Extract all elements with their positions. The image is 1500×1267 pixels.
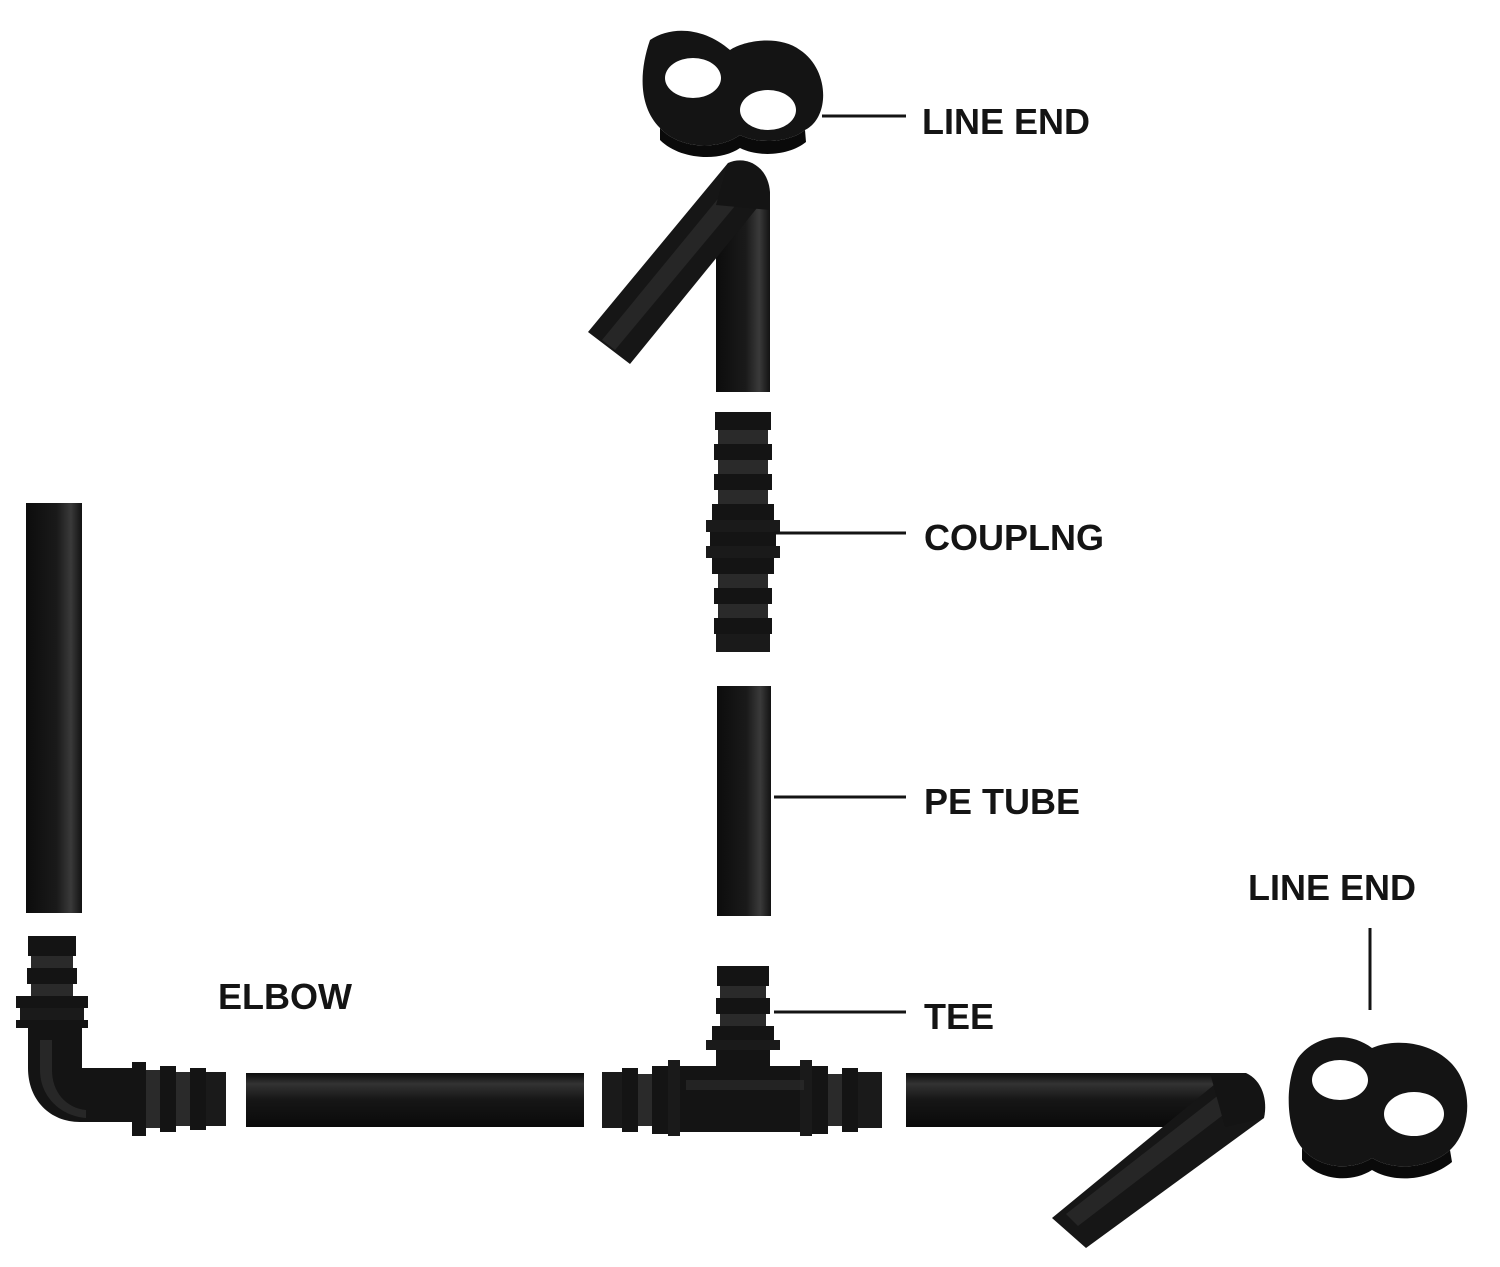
label-tee: TEE <box>924 996 994 1037</box>
elbow-part <box>16 936 226 1136</box>
tube-fold-top <box>588 160 770 392</box>
line-end-top-part <box>642 30 824 158</box>
tube-fold-right <box>906 1073 1266 1248</box>
label-pe-tube: PE TUBE <box>924 781 1080 822</box>
line-end-right-part <box>1288 1037 1468 1179</box>
label-elbow: ELBOW <box>218 976 352 1017</box>
pe-tube-part <box>717 686 771 916</box>
label-coupling: COUPLNG <box>924 517 1104 558</box>
tube-left-vertical <box>26 503 82 913</box>
tee-part <box>602 966 882 1136</box>
label-line-end-top: LINE END <box>922 101 1090 142</box>
coupling-part <box>706 412 780 652</box>
tube-horizontal-left <box>246 1073 584 1127</box>
label-line-end-right: LINE END <box>1248 867 1416 908</box>
